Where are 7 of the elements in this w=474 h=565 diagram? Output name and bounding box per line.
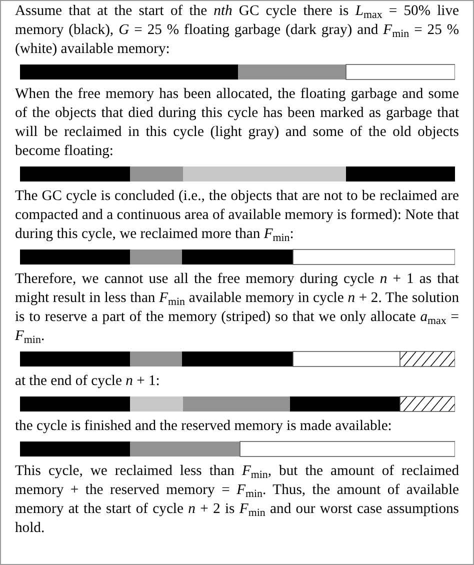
paragraph: the cycle is finished and the reserved memory is made available: [15,417,393,436]
paragraph: Therefore, we cannot use all the free memory during cycle n + 1 as that might result in less than F$_{min}$ available memory in cycle n + 2. The solution is to reserve a part of the memory (striped) so that we only allocate a$_{max}$ = F$_{min}$. [15,270,459,346]
paragraph: When the free memory has been allocated, the floating garbage and some of the objects that died during this cycle has been marked as garbage that will be reclaimed in this cycle (light gray) and some of the old objects become floating: [15,85,459,161]
paragraph: The GC cycle is concluded (i.e., the objects that are not to be reclaimed are compacted and a continuous area of available memory is formed): Note that during this cycle, we reclaimed more than F$_{min}$: [15,187,459,244]
paragraph: Assume that at the start of the nth GC cycle there is L$_{max}$ = 50% live memory (black), G = 25 % floating garbage (dark gray) and F$_{min}$ = 25 % (white) available memory: [15,2,459,59]
paragraph: at the end of cycle n + 1: [15,372,161,391]
paragraph: This cycle, we reclaimed less than F$_{min}$, but the amount of reclaimed memory + the reserved memory = F$_{min}$. Thus, the amount of available memory at the start of cycle n + 2 is F$_{min}$ and our worst case assumptions hold. [15,462,459,538]
